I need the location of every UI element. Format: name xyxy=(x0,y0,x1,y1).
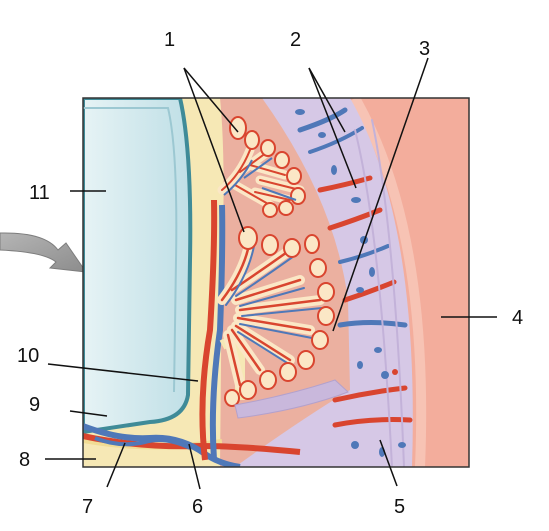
label-7: 7 xyxy=(82,496,93,518)
cavity xyxy=(83,98,193,435)
label-4: 4 xyxy=(512,307,523,329)
label-2: 2 xyxy=(290,29,301,51)
leader-line-2b xyxy=(308,67,357,189)
leader-line-5 xyxy=(379,439,398,487)
leader-line-9 xyxy=(69,410,108,417)
label-6: 6 xyxy=(192,496,203,518)
bottom-vein xyxy=(83,423,241,467)
leader-line-2a xyxy=(308,67,346,133)
fibrous-band xyxy=(234,379,349,419)
label-5: 5 xyxy=(394,496,405,518)
leader-line-6 xyxy=(188,443,201,490)
label-1: 1 xyxy=(164,29,175,51)
label-11: 11 xyxy=(29,182,50,204)
leader-line-7 xyxy=(106,442,126,488)
leader-line-10 xyxy=(47,363,199,382)
label-9: 9 xyxy=(29,394,40,416)
trunk-artery xyxy=(199,199,218,461)
leader-line-3 xyxy=(332,57,429,332)
lower-gland-lobules xyxy=(224,226,335,407)
tissue-box-border xyxy=(82,97,470,468)
upper-gland-lobules xyxy=(229,116,306,218)
leader-line-1b xyxy=(183,67,245,233)
label-8: 8 xyxy=(19,449,30,471)
labels: 1 2 3 4 5 6 7 8 9 10 11 xyxy=(17,29,523,518)
cavity-inner-line xyxy=(83,107,178,393)
pointer-arrow xyxy=(0,232,88,273)
trunk-vein xyxy=(209,204,226,461)
label-3: 3 xyxy=(419,38,430,60)
tissue-section xyxy=(83,98,469,467)
leader-lines xyxy=(45,57,497,490)
label-10: 10 xyxy=(17,345,39,367)
leader-line-1a xyxy=(183,67,239,133)
lower-gland-tree xyxy=(217,235,325,390)
bottom-vein-2 xyxy=(94,436,191,450)
upper-gland-vessels xyxy=(223,157,297,201)
upper-gland-tree xyxy=(217,145,305,210)
outer-layer-edge xyxy=(350,98,427,467)
